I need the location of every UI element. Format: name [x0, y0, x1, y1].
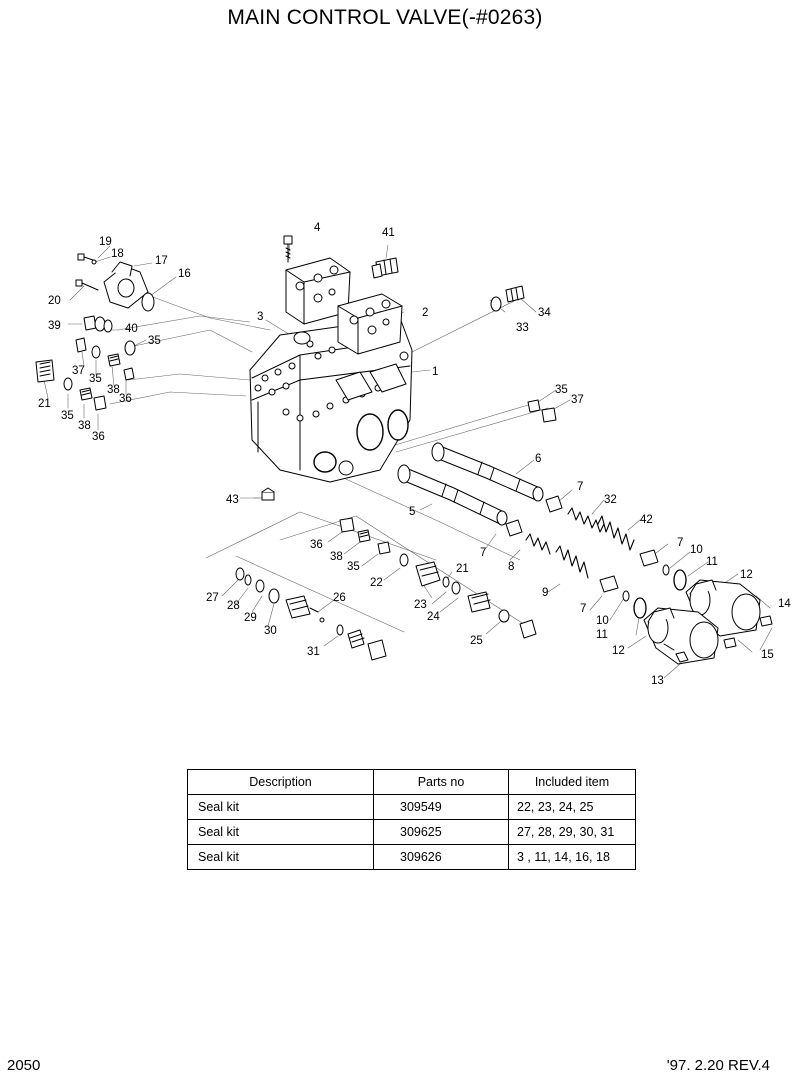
callout-27: 27: [206, 592, 219, 604]
bolt-4: [283, 235, 293, 263]
callout-11b: 11: [596, 629, 608, 641]
callout-9: 9: [542, 587, 548, 599]
callout-7c: 7: [677, 537, 683, 549]
spool-5: [397, 464, 508, 526]
callout-22: 22: [370, 577, 383, 589]
callout-16: 16: [178, 268, 191, 280]
callout-7b: 7: [480, 547, 486, 559]
spring-seats-7: [505, 495, 659, 593]
callout-20: 20: [48, 295, 61, 307]
left-fittings: [35, 253, 155, 411]
cell-description: Seal kit: [187, 844, 374, 870]
callout-40: 40: [125, 323, 138, 335]
callout-18: 18: [111, 248, 124, 260]
callout-32: 32: [604, 494, 617, 506]
cell-included-item: 27, 28, 29, 30, 31: [508, 819, 636, 845]
exploded-parts-diagram: 1 2 3 4 5 6 7 7 7 7 8 9 10 10 11 11 12 1…: [35, 222, 791, 687]
page-number: 2050: [7, 1057, 41, 1074]
callout-35: 35: [148, 335, 161, 347]
callout-14: 14: [778, 598, 791, 610]
callout-21b: 21: [456, 563, 469, 575]
table-row: Seal kit 309626 3 , 11, 14, 16, 18: [187, 844, 636, 870]
poppet-assemblies: [235, 553, 537, 661]
cover-plates: [285, 257, 403, 355]
cell-description: Seal kit: [187, 794, 374, 820]
table-header-row: Description Parts no Included item: [187, 769, 636, 795]
callout-11: 11: [706, 556, 718, 568]
callout-1: 1: [432, 366, 438, 378]
callout-31: 31: [307, 646, 320, 658]
callout-37: 37: [72, 365, 85, 377]
callout-labels: 1 2 3 4 5 6 7 7 7 7 8 9 10 10 11 11 12 1…: [38, 222, 791, 687]
callout-35c: 35: [61, 410, 74, 422]
plug-34: [505, 285, 525, 303]
callout-35d: 35: [555, 384, 568, 396]
callout-3: 3: [257, 311, 263, 323]
callout-5: 5: [409, 506, 415, 518]
callout-2: 2: [422, 307, 428, 319]
revision-date: '97. 2.20 REV.4: [666, 1057, 770, 1074]
cell-parts-no: 309549: [373, 794, 509, 820]
callout-8: 8: [508, 561, 514, 573]
callout-41: 41: [382, 227, 395, 239]
column-header-description: Description: [187, 769, 374, 795]
callout-36c: 36: [310, 539, 323, 551]
valve-body: [249, 317, 413, 501]
callout-26: 26: [333, 592, 346, 604]
callout-36: 36: [119, 393, 132, 405]
seal-kit-table: Description Parts no Included item Seal …: [187, 769, 636, 870]
callout-36b: 36: [92, 431, 105, 443]
callout-19: 19: [99, 236, 112, 248]
o-ring-3: [293, 331, 311, 345]
column-header-parts-no: Parts no: [373, 769, 509, 795]
callout-38b: 38: [78, 420, 91, 432]
callout-6: 6: [535, 453, 541, 465]
callout-4: 4: [314, 222, 321, 234]
cell-description: Seal kit: [187, 819, 374, 845]
column-header-included-item: Included item: [508, 769, 636, 795]
callout-35b: 35: [89, 373, 102, 385]
callout-15: 15: [761, 649, 774, 661]
callout-23: 23: [414, 599, 427, 611]
callout-29: 29: [244, 612, 257, 624]
spool-6: [431, 442, 544, 502]
screws-13-14-15: [663, 615, 773, 663]
cell-parts-no: 309625: [373, 819, 509, 845]
o-ring-33: [490, 296, 502, 312]
callout-37b: 37: [571, 394, 584, 406]
cell-included-item: 22, 23, 24, 25: [508, 794, 636, 820]
callout-24: 24: [427, 611, 440, 623]
page-title: MAIN CONTROL VALVE(-#0263): [227, 6, 543, 29]
callout-43: 43: [226, 494, 239, 506]
callout-25: 25: [470, 635, 483, 647]
callout-33: 33: [516, 322, 529, 334]
center-fittings: [339, 399, 557, 555]
callout-7: 7: [577, 481, 583, 493]
callout-39: 39: [48, 320, 61, 332]
table-row: Seal kit 309625 27, 28, 29, 30, 31: [187, 819, 636, 845]
callout-35e: 35: [347, 561, 360, 573]
rings: [622, 564, 687, 619]
callout-21: 21: [38, 398, 51, 410]
callout-10b: 10: [596, 615, 609, 627]
callout-42: 42: [640, 514, 653, 526]
callout-30: 30: [264, 625, 277, 637]
callout-12: 12: [740, 569, 753, 581]
o-ring-16: [141, 292, 155, 312]
plug-41: [371, 257, 399, 279]
caps-12: [643, 579, 761, 665]
callout-28: 28: [227, 600, 240, 612]
cell-included-item: 3 , 11, 14, 16, 18: [508, 844, 636, 870]
callout-17: 17: [155, 255, 168, 267]
callout-13: 13: [651, 675, 664, 687]
table-row: Seal kit 309549 22, 23, 24, 25: [187, 794, 636, 820]
springs: [525, 507, 635, 579]
callout-10: 10: [690, 544, 703, 556]
callout-7d: 7: [580, 603, 586, 615]
callout-38c: 38: [330, 551, 343, 563]
callout-12b: 12: [612, 645, 625, 657]
cell-parts-no: 309626: [373, 844, 509, 870]
callout-38: 38: [107, 384, 120, 396]
callout-34: 34: [538, 307, 551, 319]
